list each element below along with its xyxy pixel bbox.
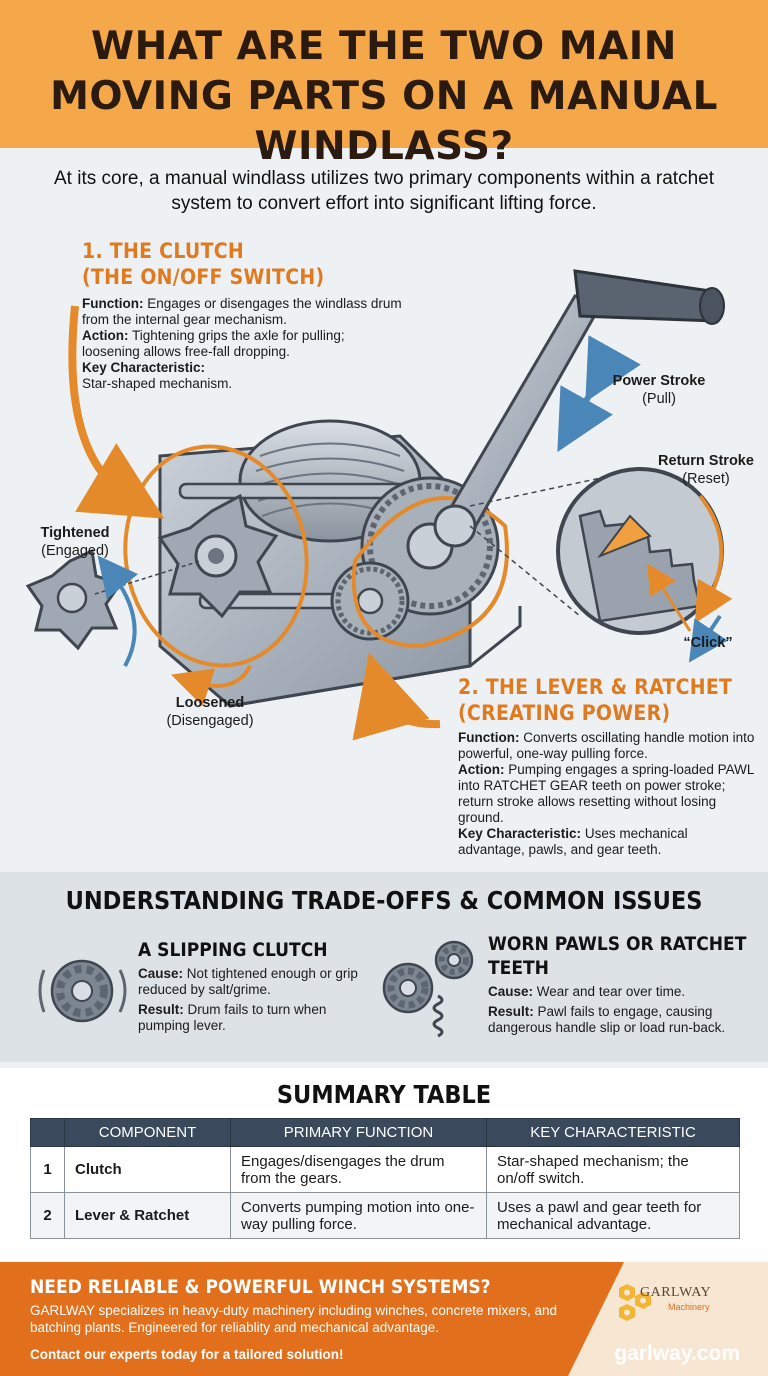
column-header	[30, 1118, 65, 1147]
table-cell: Lever & Ratchet	[64, 1192, 231, 1239]
header-banner: WHAT ARE THE TWO MAIN MOVING PARTS ON A …	[0, 0, 768, 169]
table-cell: Converts pumping motion into one-way pul…	[230, 1192, 487, 1239]
lever-callout: 2. THE LEVER & RATCHET (CREATING POWER) …	[458, 674, 758, 858]
detached-clutch-star	[25, 548, 201, 667]
lever-action: Action: Pumping engages a spring-loaded …	[458, 762, 754, 825]
footer-banner: NEED RELIABLE & POWERFUL WINCH SYSTEMS? …	[0, 1262, 768, 1376]
table-cell: Clutch	[64, 1146, 231, 1193]
loosened-label: Loosened(Disengaged)	[166, 695, 254, 729]
lever-key: Key Characteristic: Uses mechanical adva…	[458, 826, 688, 857]
clutch-key: Key Characteristic:Star-shaped mechanism…	[82, 360, 233, 391]
table-cell: Star-shaped mechanism; the on/off switch…	[486, 1146, 740, 1193]
clutch-callout-arrow	[68, 305, 165, 519]
clutch-star	[123, 444, 309, 668]
issue-cause: Cause: Not tightened enough or grip redu…	[138, 966, 358, 997]
column-header: COMPONENT	[64, 1118, 231, 1147]
lever-callout-arrow	[352, 652, 441, 741]
lever-function: Function: Converts oscillating handle mo…	[458, 730, 755, 761]
page-title: WHAT ARE THE TWO MAIN MOVING PARTS ON A …	[50, 24, 718, 169]
table-cell: Engages/disengages the drum from the gea…	[230, 1146, 487, 1193]
table-row: 1 Clutch Engages/disengages the drum fro…	[30, 1146, 740, 1193]
windlass-illustration	[25, 269, 733, 741]
tightened-label: Tightened(Engaged)	[40, 525, 110, 559]
clutch-action: Action: Tightening grips the axle for pu…	[82, 328, 345, 359]
summary-table: COMPONENT PRIMARY FUNCTION KEY CHARACTER…	[30, 1118, 740, 1239]
tradeoffs-section: UNDERSTANDING TRADE-OFFS & COMMON ISSUES…	[0, 872, 768, 1062]
garlway-logo-icon	[619, 1284, 651, 1321]
lever-heading-line1: 2. THE LEVER & RATCHET	[458, 675, 733, 699]
column-header: KEY CHARACTERISTIC	[486, 1118, 740, 1147]
issue-title: WORN PAWLS OR RATCHET TEETH	[488, 933, 747, 979]
summary-heading: SUMMARY TABLE	[276, 1080, 492, 1109]
issue-title: A SLIPPING CLUTCH	[138, 939, 328, 961]
brand-name: GARLWAY	[640, 1285, 712, 1300]
table-header-row: COMPONENT PRIMARY FUNCTION KEY CHARACTER…	[30, 1118, 740, 1147]
power-stroke-label: Power Stroke(Pull)	[612, 373, 706, 407]
clutch-function: Function: Engages or disengages the wind…	[82, 296, 402, 327]
footer-cta[interactable]: Contact our experts today for a tailored…	[30, 1347, 344, 1362]
footer-heading: NEED RELIABLE & POWERFUL WINCH SYSTEMS?	[30, 1276, 491, 1298]
table-row: 2 Lever & Ratchet Converts pumping motio…	[30, 1192, 740, 1239]
issue-result: Result: Drum fails to turn when pumping …	[138, 1002, 327, 1033]
clutch-heading-line2: (THE ON/OFF SWITCH)	[82, 265, 325, 289]
table-cell: 2	[30, 1192, 65, 1239]
click-label: “Click”	[683, 635, 733, 651]
summary-section: SUMMARY TABLE COMPONENT PRIMARY FUNCTION…	[0, 1068, 768, 1262]
windlass-diagram: 1. THE CLUTCH (THE ON/OFF SWITCH) Functi…	[0, 226, 768, 866]
intro-text: At its core, a manual windlass utilizes …	[54, 168, 714, 214]
gear-highlight	[351, 496, 509, 649]
table-cell: Uses a pawl and gear teeth for mechanica…	[486, 1192, 740, 1239]
slipping-gear-icon	[38, 959, 127, 1023]
issue-result: Result: Pawl fails to engage, causing da…	[488, 1004, 726, 1035]
issue-cause: Cause: Wear and tear over time.	[488, 984, 686, 999]
footer-description: GARLWAY specializes in heavy-duty machin…	[30, 1303, 557, 1335]
tradeoffs-heading: UNDERSTANDING TRADE-OFFS & COMMON ISSUES	[65, 886, 703, 915]
brand-subtitle: Machinery	[668, 1302, 710, 1312]
clutch-callout: 1. THE CLUTCH (THE ON/OFF SWITCH) Functi…	[82, 238, 402, 392]
lever-heading-line2: (CREATING POWER)	[458, 701, 671, 725]
clutch-heading-line1: 1. THE CLUTCH	[82, 239, 245, 263]
table-cell: 1	[30, 1146, 65, 1193]
issue-slipping-clutch: A SLIPPING CLUTCH Cause: Not tightened e…	[138, 938, 368, 1038]
return-stroke-label: Return Stroke(Reset)	[658, 453, 754, 487]
website-link[interactable]: garlway.com	[614, 1342, 740, 1365]
power-stroke-arrow	[557, 335, 641, 453]
issue-worn-pawls: WORN PAWLS OR RATCHET TEETH Cause: Wear …	[488, 932, 758, 1040]
worn-gears-spring-icon	[382, 940, 474, 1038]
gear-train	[330, 476, 509, 649]
ratchet-zoom-inset	[469, 467, 733, 663]
column-header: PRIMARY FUNCTION	[230, 1118, 487, 1147]
